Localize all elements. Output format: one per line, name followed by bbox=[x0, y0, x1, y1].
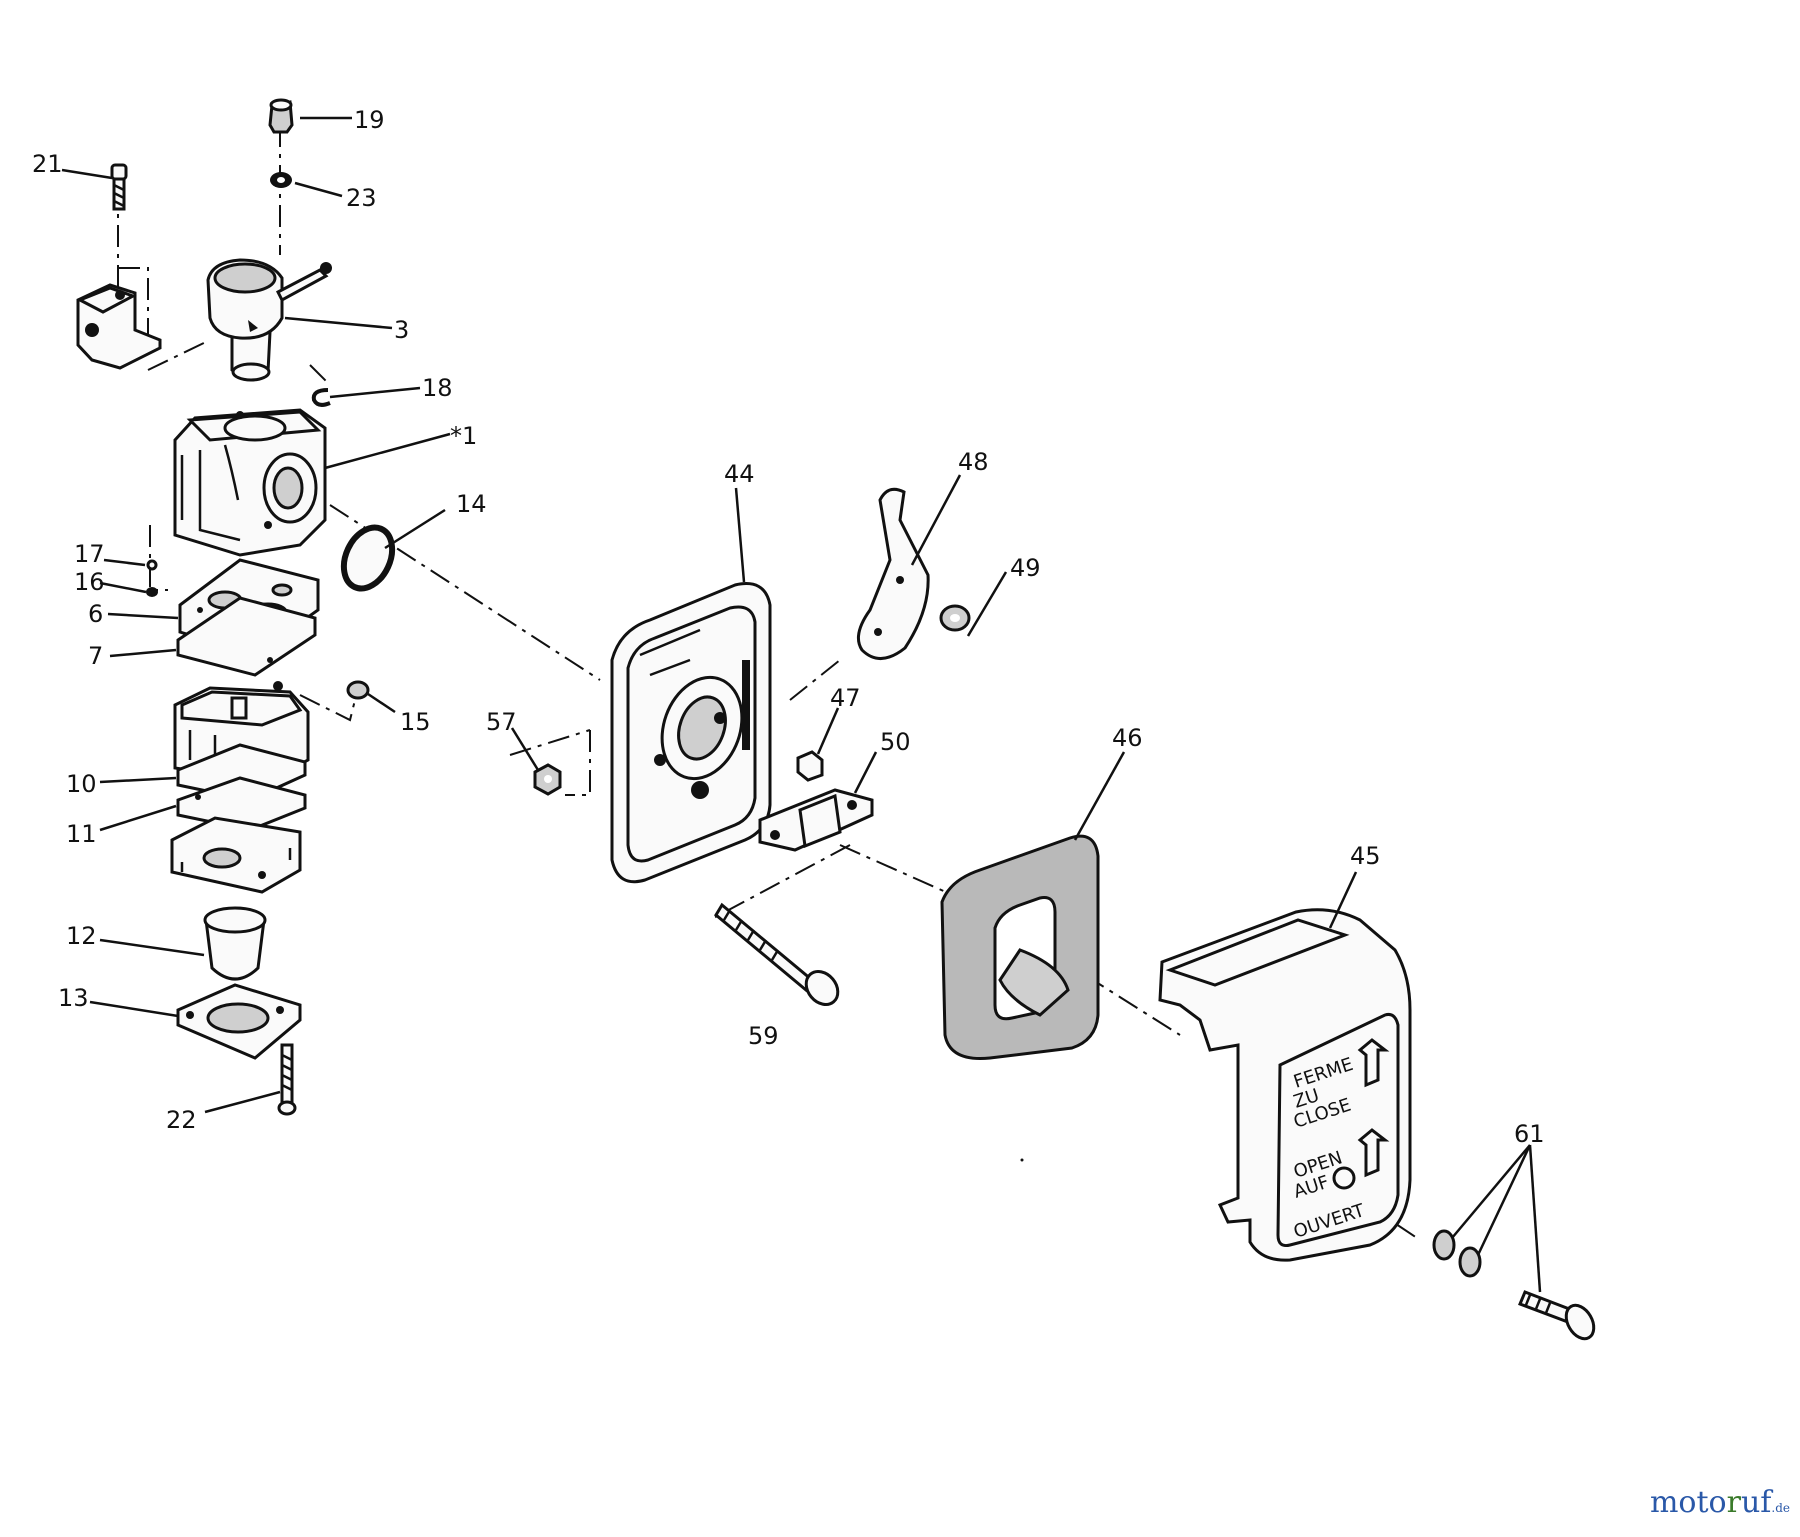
callout-23: 23 bbox=[346, 184, 377, 212]
part-7-gasket bbox=[176, 596, 317, 677]
watermark-accent: r bbox=[1726, 1485, 1741, 1520]
callout-21: 21 bbox=[32, 150, 63, 178]
part-23-washer bbox=[270, 172, 292, 188]
callout-18: 18 bbox=[422, 374, 453, 402]
callout-3: 3 bbox=[394, 316, 409, 344]
part-46-foam-filter bbox=[940, 834, 1100, 1061]
part-50-bracket-plate bbox=[758, 788, 874, 852]
part-19-cap bbox=[268, 98, 294, 134]
callout-59: 59 bbox=[748, 1022, 779, 1050]
part-13-primer-flange bbox=[176, 983, 302, 1060]
callout-22: 22 bbox=[166, 1106, 197, 1134]
part-14-gasket-ring bbox=[340, 524, 396, 592]
part-bottom-cover bbox=[170, 816, 302, 894]
callout-leaders bbox=[61, 116, 1542, 1293]
part-48-choke-lever bbox=[856, 487, 930, 660]
part-45-filter-cover: FERME ZU CLOSE OPEN AUF OUVERT bbox=[1158, 908, 1412, 1262]
watermark-rest: uf bbox=[1740, 1485, 1772, 1520]
part-15-washer bbox=[346, 680, 370, 700]
part-11-diaphragm bbox=[176, 776, 307, 832]
callout-49: 49 bbox=[1010, 554, 1041, 582]
callout-11: 11 bbox=[66, 820, 97, 848]
part-18-clip bbox=[311, 388, 331, 407]
watermark-tld: .de bbox=[1771, 1501, 1790, 1515]
watermark-main: moto bbox=[1649, 1485, 1727, 1520]
callout-13: 13 bbox=[58, 984, 89, 1012]
part-bracket bbox=[76, 283, 162, 370]
callout-10: 10 bbox=[66, 770, 97, 798]
part-57-nut bbox=[533, 763, 562, 796]
callout-50: 50 bbox=[880, 728, 911, 756]
part-12-primer-bulb bbox=[203, 906, 267, 981]
part-61-washers-screw bbox=[1432, 1229, 1596, 1341]
callout-17: 17 bbox=[74, 540, 105, 568]
callout-7: 7 bbox=[88, 642, 103, 670]
part-44-filter-base bbox=[610, 582, 772, 884]
callout-1: *1 bbox=[450, 422, 477, 450]
callout-46: 46 bbox=[1112, 724, 1143, 752]
callout-19: 19 bbox=[354, 106, 385, 134]
callout-12: 12 bbox=[66, 922, 97, 950]
part-22-screw bbox=[277, 1043, 297, 1116]
callout-48: 48 bbox=[958, 448, 989, 476]
callout-47: 47 bbox=[830, 684, 861, 712]
part-49-washer bbox=[939, 604, 971, 632]
part-1-carburetor-body bbox=[173, 408, 327, 557]
part-21-screw bbox=[110, 163, 128, 211]
callout-15: 15 bbox=[400, 708, 431, 736]
speck bbox=[1020, 1158, 1024, 1162]
callout-45: 45 bbox=[1350, 842, 1381, 870]
callout-16: 16 bbox=[74, 568, 105, 596]
callout-44: 44 bbox=[724, 460, 755, 488]
callout-6: 6 bbox=[88, 600, 103, 628]
watermark-logo: motoruf.de bbox=[1650, 1485, 1790, 1520]
part-17-pin bbox=[146, 559, 158, 571]
callout-labels: 19 21 23 3 18 *1 14 17 16 6 7 15 10 11 1… bbox=[32, 106, 1545, 1148]
callout-14: 14 bbox=[456, 490, 487, 518]
part-3-throttle-assembly bbox=[206, 258, 332, 382]
part-59-long-screw bbox=[714, 902, 840, 1006]
callout-57: 57 bbox=[486, 708, 517, 736]
part-16-screw bbox=[146, 587, 158, 597]
callout-61: 61 bbox=[1514, 1120, 1545, 1148]
part-47-spacer bbox=[796, 750, 824, 782]
